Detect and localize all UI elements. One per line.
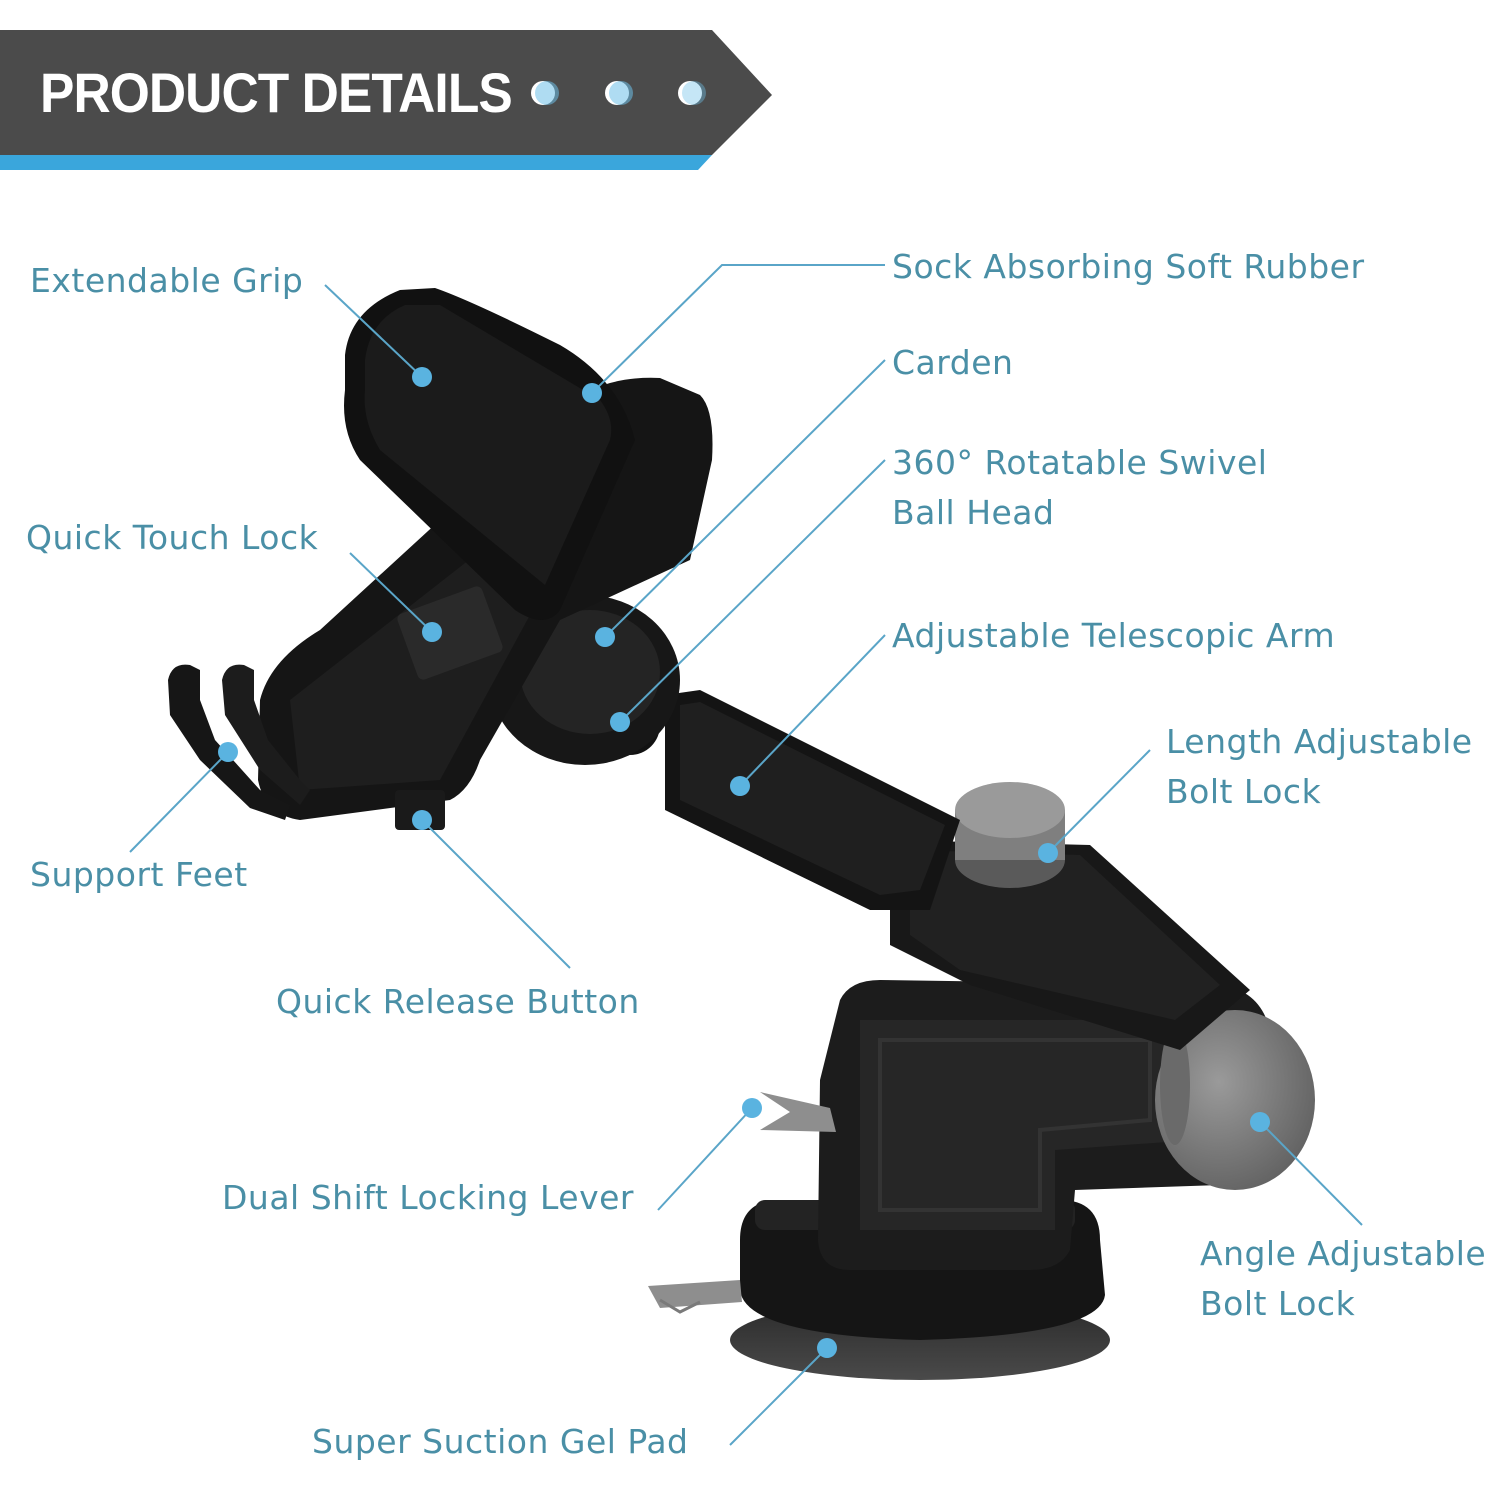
label-support-feet: Support Feet (30, 855, 248, 894)
label-quick-release-button: Quick Release Button (276, 982, 640, 1021)
label-extendable-grip: Extendable Grip (30, 261, 304, 300)
banner-background (0, 30, 772, 155)
label-adjustable-telescopic-arm: Adjustable Telescopic Arm (892, 616, 1336, 655)
banner (0, 30, 772, 170)
label-carden: Carden (892, 343, 1014, 382)
callout-dots (218, 367, 1270, 1358)
label-angle-bolt-line2: Bolt Lock (1200, 1284, 1356, 1323)
banner-dot-1-shade (535, 81, 559, 105)
label-swivel-line2: Ball Head (892, 493, 1055, 532)
label-quick-touch-lock: Quick Touch Lock (26, 518, 319, 557)
support-feet (168, 664, 310, 820)
angle-adjustable-knob (1155, 1010, 1315, 1190)
label-length-adjustable-bolt-lock: Length Adjustable Bolt Lock (1166, 717, 1473, 817)
quick-release-button-part (395, 790, 445, 830)
locking-lever (760, 1092, 836, 1132)
banner-title: PRODUCT DETAILS (40, 61, 513, 124)
banner-dot-2-shade (609, 81, 633, 105)
label-swivel-line1: 360° Rotatable Swivel (892, 443, 1268, 482)
label-length-bolt-line1: Length Adjustable (1166, 722, 1473, 761)
label-swivel-ball-head: 360° Rotatable Swivel Ball Head (892, 438, 1267, 538)
label-dual-shift-locking-lever: Dual Shift Locking Lever (222, 1178, 634, 1217)
telescopic-arm-lower (890, 840, 1250, 1050)
label-angle-bolt-line1: Angle Adjustable (1200, 1234, 1487, 1273)
banner-dot-3-shade (682, 81, 706, 105)
length-adjustable-knob (955, 782, 1065, 888)
label-angle-adjustable-bolt-lock: Angle Adjustable Bolt Lock (1200, 1229, 1486, 1329)
label-length-bolt-line2: Bolt Lock (1166, 772, 1322, 811)
label-super-suction-gel-pad: Super Suction Gel Pad (312, 1422, 689, 1461)
quick-touch-lock-button (397, 586, 503, 680)
pad-release-tab (648, 1280, 742, 1308)
banner-accent-stripe (0, 155, 712, 170)
label-sock-absorbing-soft-rubber: Sock Absorbing Soft Rubber (892, 247, 1365, 286)
callout-lines (129, 264, 1363, 1446)
banner-dot-3 (678, 81, 702, 105)
